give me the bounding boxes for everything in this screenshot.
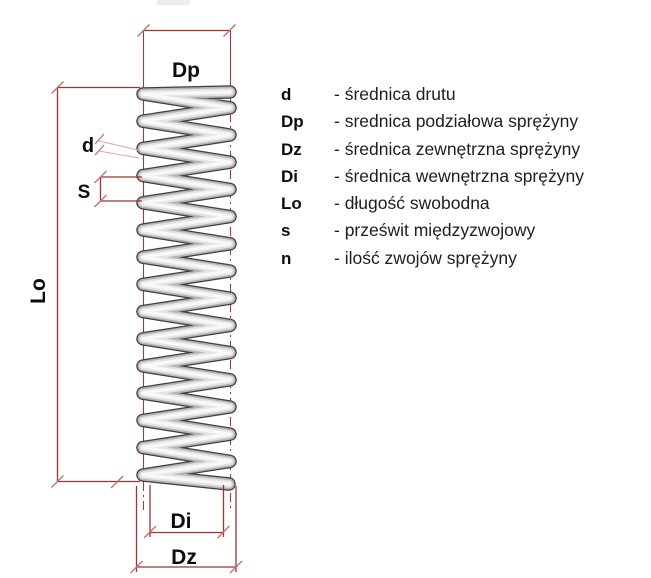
legend-term-dz: Dz xyxy=(281,139,302,159)
tick-dz-right xyxy=(229,560,243,574)
tick-d-upper xyxy=(94,133,105,145)
dimension-s xyxy=(99,176,142,202)
legend-desc-s: - prześwit międzyzwojowy xyxy=(334,220,536,241)
legend-row-s: s - prześwit międzyzwojowy xyxy=(279,217,639,244)
dimension-labels: Dp Lo d S Di Dz xyxy=(27,59,200,569)
tick-lo-bottom xyxy=(51,475,64,488)
legend-row-dz: Dz - średnica zewnętrzna sprężyny xyxy=(279,136,639,163)
tick-di-right xyxy=(217,525,230,539)
tick-lo-bottom-end xyxy=(110,475,124,489)
legend-term-lo: Lo xyxy=(281,194,302,214)
tick-dp-right xyxy=(223,24,236,37)
legend-desc-dz: - średnica zewnętrzna sprężyny xyxy=(334,138,581,159)
label-s: S xyxy=(78,182,91,203)
label-dp: Dp xyxy=(172,59,200,82)
dimension-lo xyxy=(56,86,140,483)
tick-dz-left xyxy=(130,560,143,574)
d-leader-lines xyxy=(98,140,140,159)
legend-row-d: d - średnica drutu xyxy=(279,81,639,108)
tick-d-lower xyxy=(94,144,105,156)
tick-s-top xyxy=(94,170,107,184)
tick-lo-top xyxy=(51,81,64,94)
legend-desc-lo: - długość swobodna xyxy=(334,193,490,214)
label-dz: Dz xyxy=(171,546,197,569)
dimension-di xyxy=(149,485,225,537)
legend-desc-dp: - srednica podziałowa sprężyny xyxy=(334,111,579,132)
legend-desc-d: - średnica drutu xyxy=(334,84,456,104)
dimension-lines xyxy=(56,29,237,572)
legend-term-dp: Dp xyxy=(281,112,304,132)
tick-dp-left xyxy=(137,24,150,37)
cropped-edge-artifact xyxy=(157,0,190,5)
dimension-dz xyxy=(135,486,237,572)
tick-s-bottom xyxy=(94,194,107,208)
label-d: d xyxy=(82,135,94,157)
legend-desc-di: - średnica wewnętrzna sprężyny xyxy=(334,165,584,186)
legend-row-n: n - ilość zwojów sprężyny xyxy=(279,245,639,272)
tick-marks xyxy=(51,24,243,574)
legend-term-di: Di xyxy=(281,166,298,186)
legend-term-s: s xyxy=(281,221,291,241)
spring-coil xyxy=(143,92,230,484)
legend-term-d: d xyxy=(281,85,292,104)
legend-row-dp: Dp - srednica podziałowa sprężyny xyxy=(279,108,639,135)
label-lo: Lo xyxy=(27,278,50,304)
legend-row-lo: Lo - długość swobodna xyxy=(279,190,639,217)
tick-di-left xyxy=(143,525,157,539)
legend-row-di: Di - średnica wewnętrzna sprężyny xyxy=(279,163,639,190)
legend: d - średnica drutu Dp - srednica podział… xyxy=(279,81,639,272)
label-di: Di xyxy=(171,510,192,533)
legend-desc-n: - ilość zwojów sprężyny xyxy=(334,247,517,268)
legend-term-n: n xyxy=(281,248,292,268)
